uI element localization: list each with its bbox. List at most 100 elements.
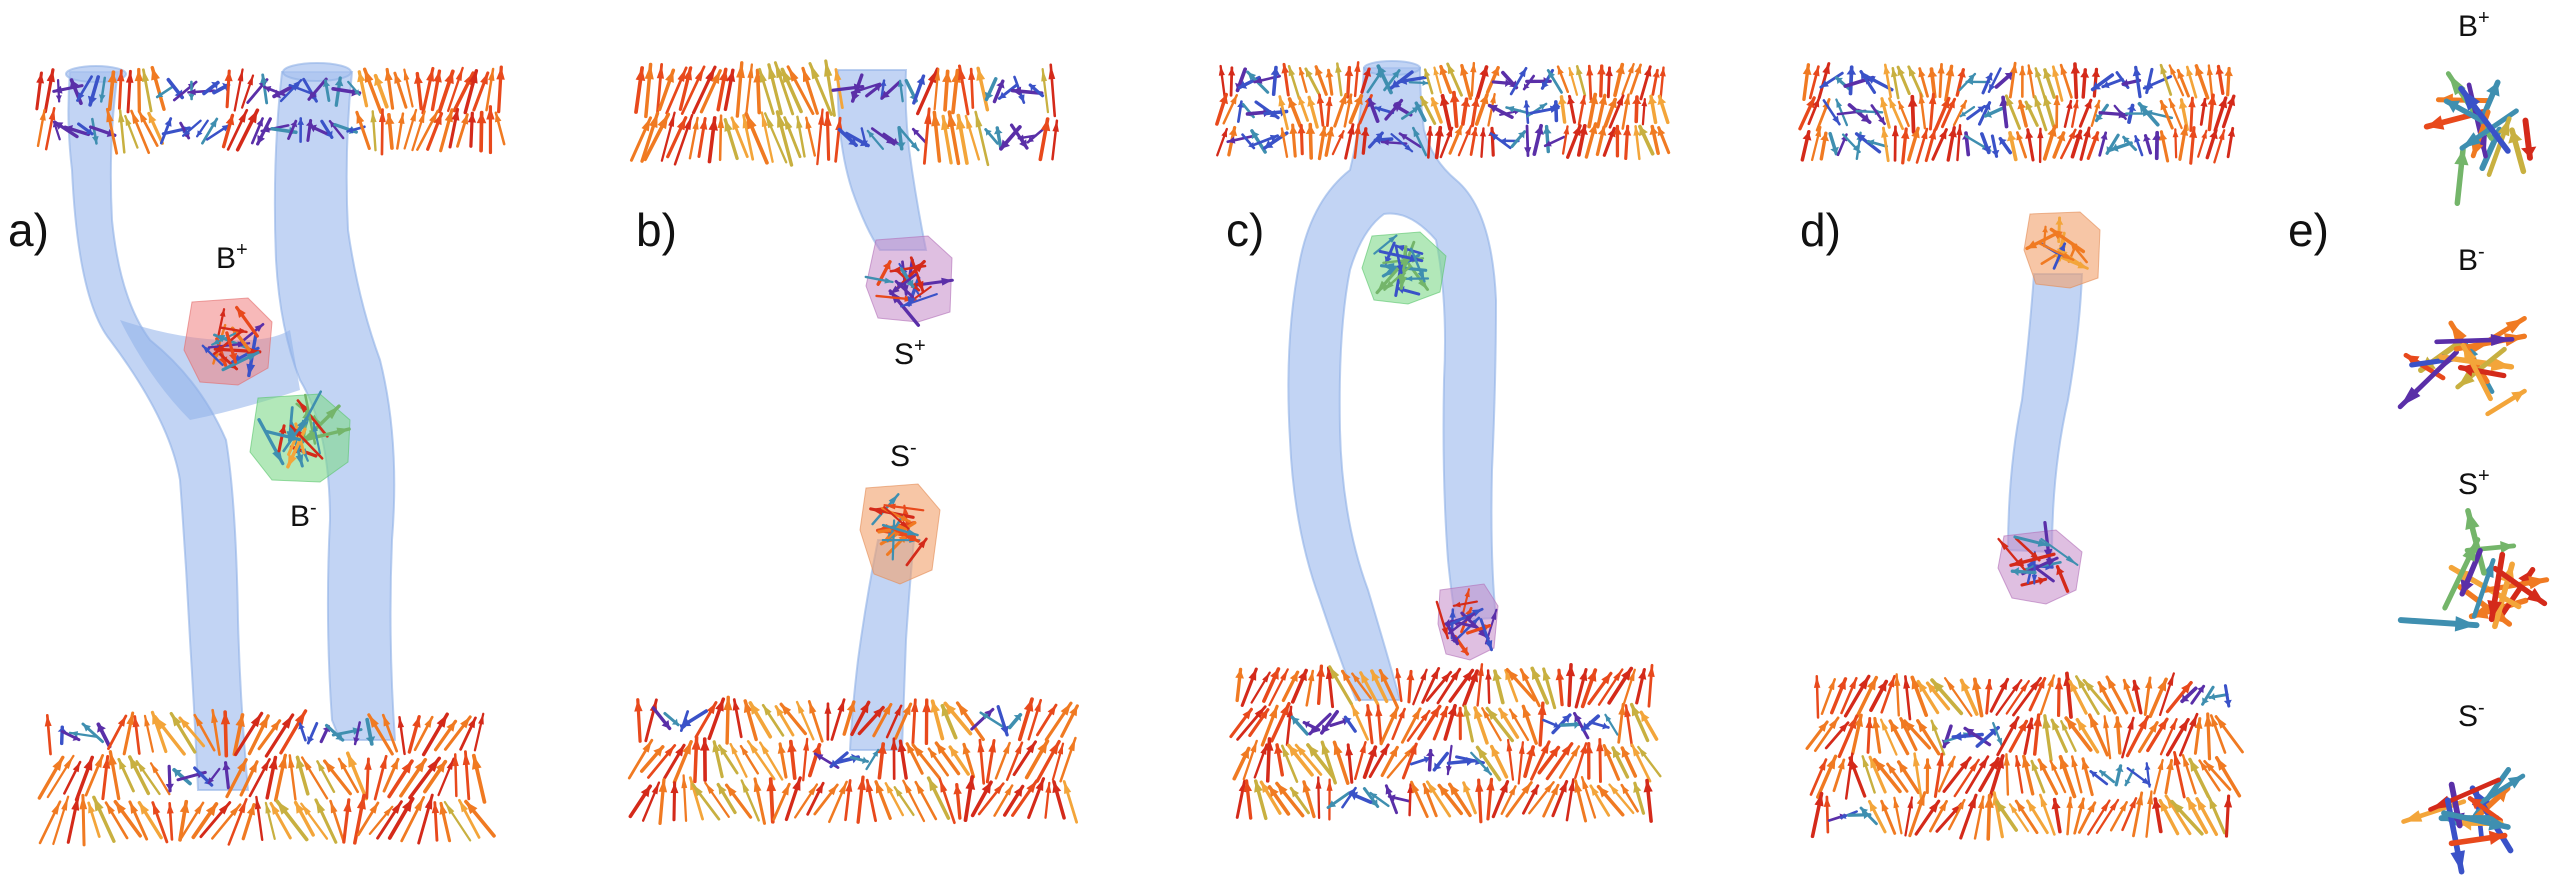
director-arrow-head	[903, 780, 912, 794]
director-arrow-head	[2040, 794, 2048, 808]
director-arrow-head	[1887, 676, 1895, 688]
director-arrow-head	[97, 724, 106, 733]
director-arrow-head	[209, 118, 217, 128]
director-arrow-head	[1984, 795, 1994, 808]
director-arrow-head	[2454, 616, 2477, 632]
director-arrow-head	[931, 112, 941, 127]
director-arrow-head	[1479, 128, 1486, 137]
director-arrow-head	[295, 454, 304, 467]
director-arrow-head	[1445, 127, 1453, 138]
director-arrow-head	[1060, 703, 1071, 716]
director-arrow-head	[1439, 95, 1450, 107]
director-arrow-head	[2065, 555, 2078, 565]
director-arrow-head	[2052, 720, 2060, 731]
director-arrow-head	[1396, 264, 1404, 273]
director-arrow-head	[1425, 750, 1435, 757]
director-arrow-head	[2115, 765, 2124, 773]
director-arrow-head	[1269, 786, 1279, 798]
director-arrow-head	[218, 802, 230, 815]
director-arrow-head	[2127, 717, 2134, 730]
director-arrow-head	[208, 777, 215, 783]
director-arrow-head	[1469, 617, 1479, 627]
director-arrow-head	[781, 784, 790, 796]
director-arrow-head	[2218, 130, 2225, 141]
director-arrow-head	[412, 716, 421, 728]
director-arrow-head	[1907, 96, 1918, 107]
director-arrow-head	[2010, 557, 2025, 567]
director-arrow-head	[1966, 78, 1974, 85]
director-arrow-head	[2157, 679, 2167, 692]
director-arrow-head	[732, 699, 740, 711]
legend-glyph-s-minus	[2401, 766, 2526, 875]
director-arrow-head	[1582, 777, 1589, 790]
director-arrow-head	[988, 740, 996, 753]
director-arrow-head	[1587, 670, 1597, 682]
director-arrow-head	[1522, 706, 1532, 719]
director-arrow-head	[1304, 720, 1311, 729]
director-arrow-head	[2011, 680, 2022, 692]
director-arrow-head	[2160, 800, 2169, 812]
director-arrow-head	[1506, 105, 1515, 113]
director-arrow-head	[968, 69, 976, 80]
director-arrow-head	[880, 80, 887, 87]
director-arrow-head	[930, 701, 941, 713]
director-arrow-head	[653, 746, 663, 757]
director-arrow-head	[1379, 744, 1389, 756]
director-arrow-head	[1898, 761, 1908, 773]
director-arrow-head	[947, 112, 957, 128]
director-arrow-head	[1456, 708, 1465, 717]
director-arrow-head	[1604, 745, 1612, 757]
director-arrow-head	[661, 719, 670, 729]
director-arrow-head	[383, 806, 393, 817]
director-arrow-head	[310, 124, 317, 133]
director-arrow-head	[648, 113, 658, 129]
director-arrow-head	[683, 67, 693, 81]
director-arrow-head	[1315, 777, 1322, 789]
director-arrow-head	[1453, 601, 1461, 608]
director-arrow-head	[1439, 66, 1448, 76]
director-arrow-head	[2462, 539, 2478, 562]
director-arrow-head	[1881, 719, 1889, 731]
director-arrow-head	[1568, 779, 1575, 792]
director-arrow-head	[312, 422, 318, 432]
director-arrow-head	[1422, 79, 1428, 86]
director-arrow-head	[496, 67, 505, 80]
director-arrow-head	[1375, 705, 1383, 717]
director-arrow-head	[834, 69, 842, 81]
director-arrow-head	[309, 429, 316, 444]
director-arrow-head	[1580, 743, 1587, 754]
director-arrow-head	[945, 703, 957, 715]
director-arrow-head	[1565, 664, 1576, 677]
panel-a-b-plus-arrows	[201, 305, 265, 378]
director-arrow-head	[1499, 709, 1509, 720]
director-arrow-head	[1507, 669, 1519, 681]
director-arrow-head	[2169, 65, 2177, 75]
director-arrow-head	[2076, 676, 2086, 689]
director-arrow-head	[1264, 140, 1274, 149]
director-arrow-head	[1532, 668, 1541, 680]
director-arrow-head	[57, 727, 67, 732]
director-arrow-head	[1441, 627, 1448, 639]
director-arrow-head	[1998, 539, 2009, 551]
director-arrow-head	[1221, 129, 1227, 138]
director-arrow-head	[1430, 668, 1439, 680]
director-arrow-head	[1460, 646, 1468, 654]
director-arrow-head	[1315, 66, 1323, 76]
director-arrow-head	[1477, 664, 1484, 677]
director-arrow-head	[1242, 709, 1252, 720]
director-arrow-head	[788, 66, 799, 82]
panel-a-label: a)	[8, 204, 49, 256]
director-arrow-head	[1918, 93, 1925, 104]
director-arrow-head	[1463, 706, 1471, 717]
director-arrow-head	[205, 803, 217, 817]
director-arrow-head	[1890, 68, 1898, 78]
director-arrow-head	[719, 69, 729, 82]
director-arrow-head	[906, 529, 918, 536]
director-arrow-head	[1048, 64, 1056, 80]
director-arrow-head	[1960, 111, 1967, 117]
director-arrow-head	[1545, 140, 1552, 147]
director-arrow-head	[715, 699, 724, 712]
director-arrow-head	[238, 110, 247, 123]
director-arrow-head	[1439, 785, 1449, 797]
director-arrow-head	[1261, 782, 1271, 794]
